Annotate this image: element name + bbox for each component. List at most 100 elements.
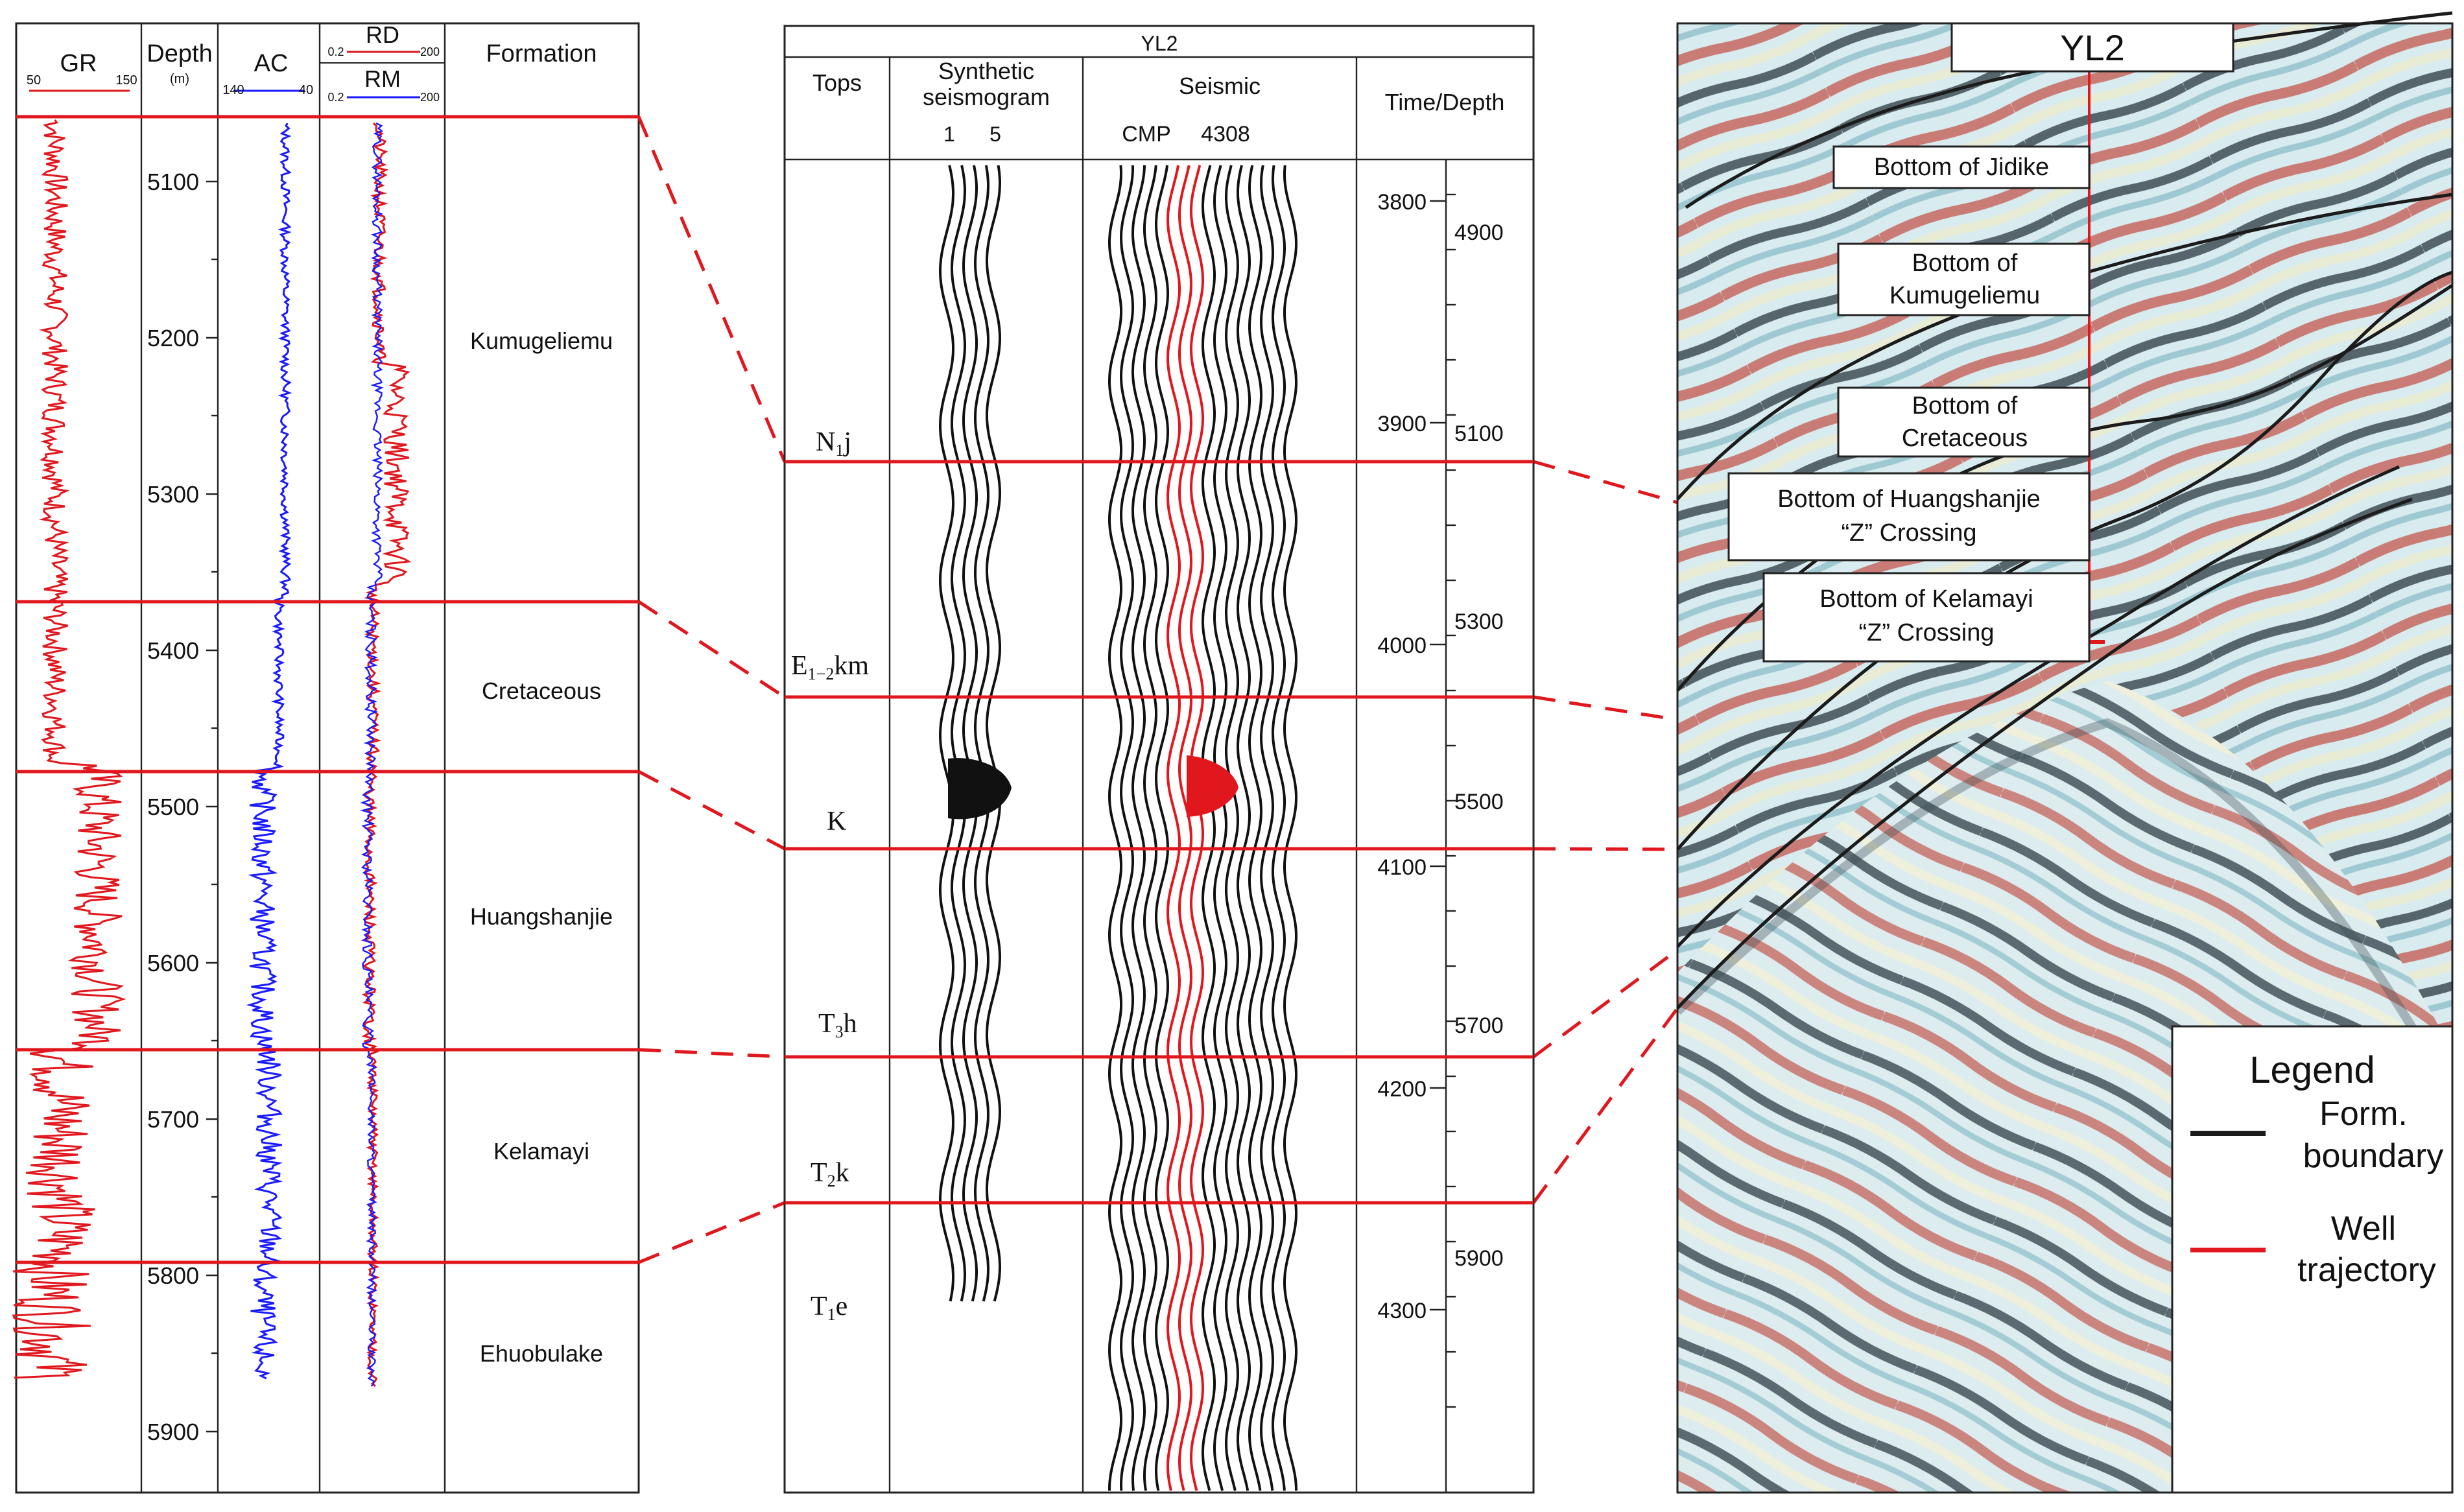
td-depth-tick: 5100 [1454,421,1504,446]
time-tick: 3900 [1377,412,1427,436]
svg-text:Bottom of Huangshanjie: Bottom of Huangshanjie [1777,486,2041,513]
rm-log-curve [360,122,384,1387]
top-label-t2k: T2k [811,1158,849,1190]
seismic-trace-well [1189,165,1205,1491]
rm-min: 0.2 [327,91,344,104]
depth-tick: 5900 [147,1419,199,1445]
seismic-trace [1201,165,1216,1491]
seismic-section: YL2 Bottom of Jidike Bottom of Kumugelie… [1676,11,2454,1494]
trace-label: 5 [989,123,1001,146]
horizon-lines-synthetic [785,460,1534,1205]
svg-text:Form.: Form. [2319,1095,2408,1133]
synthetic-header-2: seismogram [923,84,1050,110]
trace-label: 1 [943,123,955,146]
ac-header: AC [254,50,289,77]
ac-max: 40 [299,83,313,97]
svg-text:“Z” Crossing: “Z” Crossing [1858,619,1994,646]
svg-text:Kumugeliemu: Kumugeliemu [1889,282,2040,309]
svg-text:Well: Well [2331,1210,2396,1247]
time-tick: 4000 [1377,633,1427,658]
formation-label: Ehuobulake [480,1340,603,1367]
td-depth-tick: 5700 [1454,1013,1504,1038]
horizon-label-kumugeliemu: Bottom of Kumugeliemu [1837,242,2091,316]
formation-label: Huangshanjie [470,903,613,930]
rd-min: 0.2 [327,45,344,58]
synthetic-trace [962,165,978,1302]
td-depth-tick: 5300 [1454,609,1504,634]
cmp-label: CMP [1122,122,1171,147]
synthetic-trace [951,165,967,1302]
formation-label: Cretaceous [482,678,601,704]
seismic-trace [1154,165,1170,1491]
seismic-traces [1108,165,1298,1491]
top-label-k: K [827,807,846,836]
horizon-label-kelamayi: Bottom of Kelamayi “Z” Crossing [1762,572,2091,663]
time-tick: 4200 [1377,1077,1427,1102]
horizon-label-cretaceous: Bottom of Cretaceous [1837,386,2091,458]
tops-header: Tops [812,69,862,96]
seismic-trace [1259,165,1275,1491]
rd-max: 200 [420,45,440,58]
ac-trace [246,123,292,1380]
seismic-trace-well [1166,165,1181,1491]
top-label-n1j: N1j [816,427,851,460]
synthetic-trace [986,165,1002,1302]
rm-trace [360,122,384,1387]
svg-text:boundary: boundary [2303,1137,2444,1175]
time-axis: 3800 3900 4000 4100 4200 4300 [1377,190,1446,1323]
svg-text:Cretaceous: Cretaceous [1902,425,2028,452]
depth-tick: 5400 [147,637,199,664]
synthetic-title: YL2 [1141,32,1178,55]
svg-text:trajectory: trajectory [2297,1251,2436,1289]
seismic-strong-reflector [1187,755,1238,817]
depth-tick: 5500 [147,794,199,820]
svg-text:Bottom of: Bottom of [1912,392,2018,419]
time-tick: 3800 [1377,190,1427,215]
depth-tick: 5600 [147,950,199,976]
ac-min: 140 [222,83,244,97]
svg-text:Bottom of Kelamayi: Bottom of Kelamayi [1819,585,2033,613]
seismic-trace [1283,165,1298,1491]
synthetic-frame [783,25,1535,1494]
seismic-trace [1213,165,1228,1491]
formation-header: Formation [486,40,597,67]
time-depth-header: Time/Depth [1385,89,1505,115]
gr-max: 150 [115,73,137,88]
correlation-lines [637,116,1679,1264]
well-log-panel: GR 50 150 Depth (m) AC 140 40 RD 0.2 200… [12,21,640,1494]
rm-max: 200 [420,91,440,104]
seismic-trace [1236,165,1251,1491]
legend: Legend Form. boundary Well trajectory [2171,1025,2454,1494]
top-label-t3h: T3h [818,1009,857,1041]
svg-text:“Z” Crossing: “Z” Crossing [1841,519,1976,547]
rm-header: RM [364,65,401,92]
horizon-label-huangshanjie: Bottom of Huangshanjie “Z” Crossing [1727,472,2091,561]
gr-trace [12,119,126,1379]
top-label-e12km: E1−2km [791,651,869,683]
formation-label: Kelamayi [493,1138,589,1164]
synthetic-seismogram-traces [939,165,1012,1302]
synthetic-trace [974,165,990,1302]
depth-unit: (m) [170,72,189,86]
td-depth-tick: 5500 [1454,790,1504,814]
synthetic-strong-reflector [948,758,1012,820]
depth-axis: 5100 5200 5300 5400 5500 5600 5700 5800 … [147,169,218,1445]
synthetic-panel: YL2 Tops Synthetic seismogram 1 5 Seismi… [783,25,1535,1494]
depth-header: Depth [147,40,212,67]
seismic-trace [1143,165,1158,1491]
formation-boundaries-log [16,115,639,1264]
depth-axis-td: 4900 5100 5300 5500 5700 5900 [1446,193,1504,1408]
cmp-number: 4308 [1201,122,1250,147]
legend-title: Legend [2249,1049,2375,1091]
depth-tick: 5800 [147,1262,199,1289]
seismic-trace [1131,165,1146,1491]
gr-header: GR [60,50,97,77]
td-depth-tick: 4900 [1454,220,1504,245]
seismic-title: YL2 [2060,27,2125,68]
seismic-trace [1119,165,1135,1491]
rd-log-curve [361,122,412,1388]
depth-tick: 5700 [147,1106,199,1133]
formation-label: Kumugeliemu [470,327,613,354]
td-depth-tick: 5900 [1454,1246,1504,1271]
